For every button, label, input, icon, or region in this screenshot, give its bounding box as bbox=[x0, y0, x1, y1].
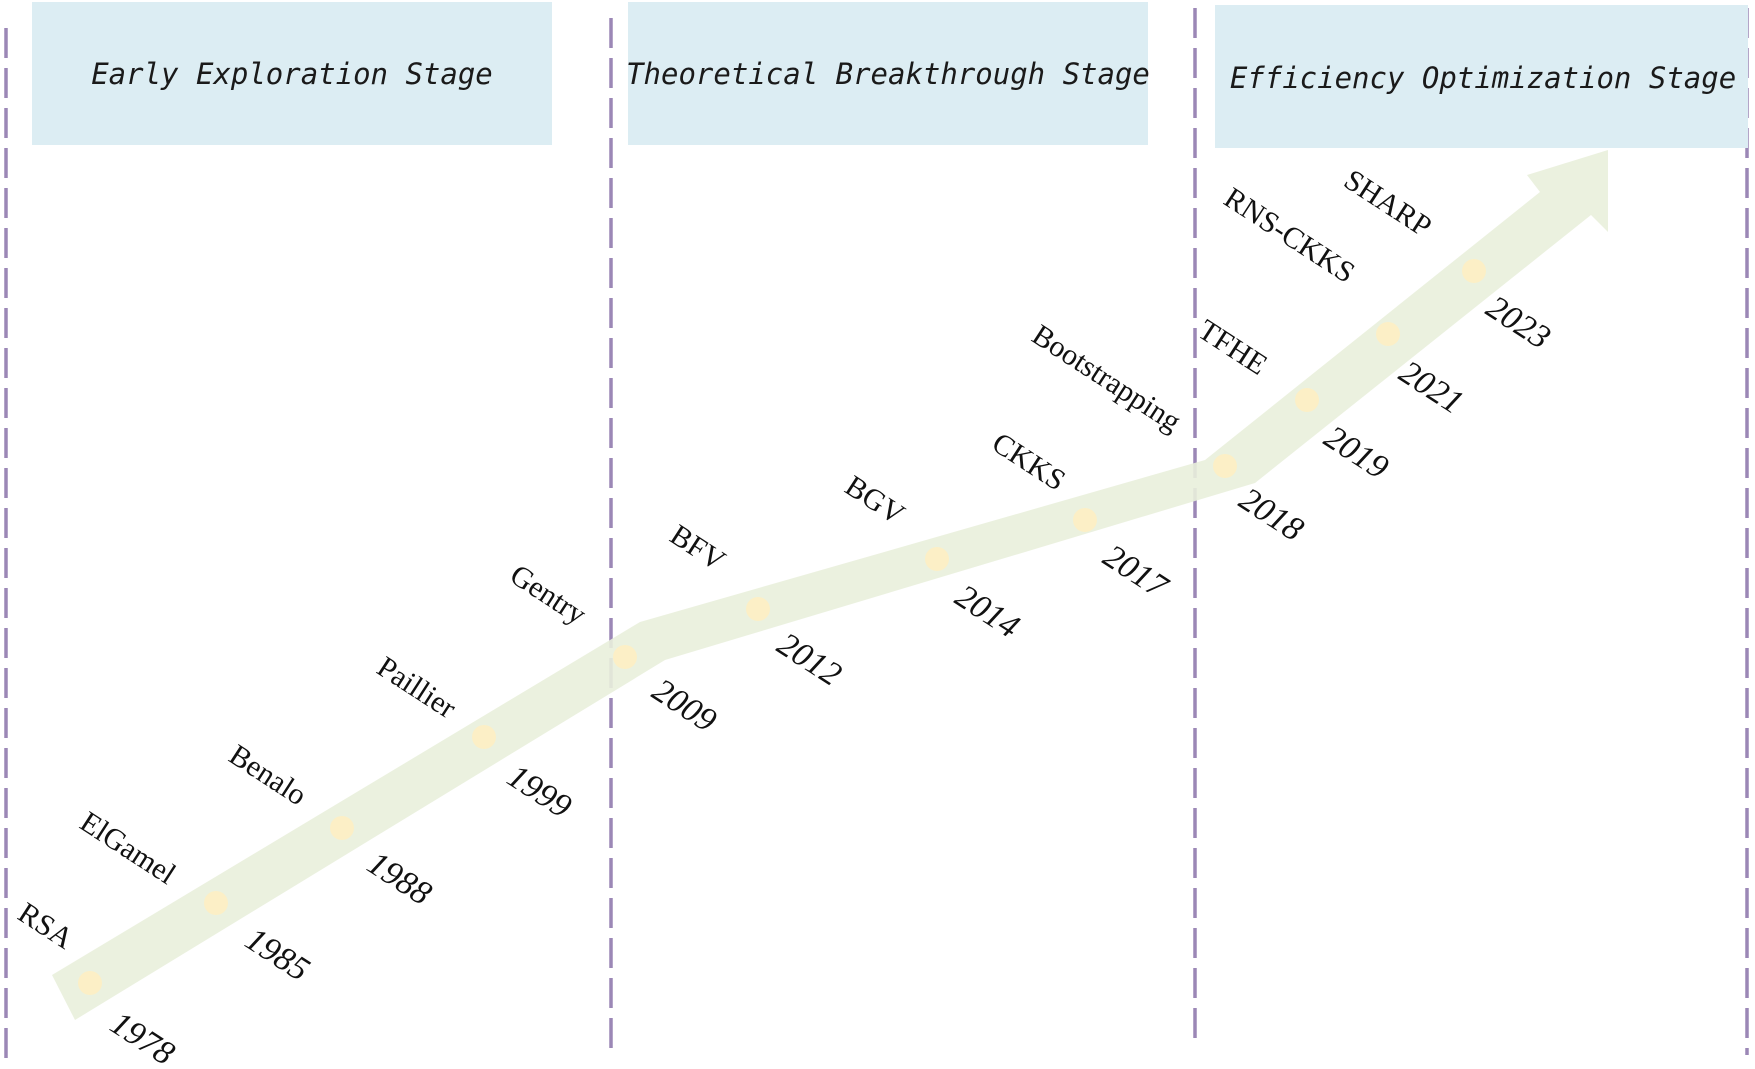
milestone-dot-2017 bbox=[1073, 508, 1097, 532]
year-label-2017: 2017 bbox=[1097, 538, 1176, 607]
method-label-bgv: BGV bbox=[839, 469, 910, 531]
method-label-gentry: Gentry bbox=[504, 558, 592, 631]
milestone-dots bbox=[78, 259, 1486, 995]
milestone-dot-1978 bbox=[78, 971, 102, 995]
method-label-paillier: Paillier bbox=[371, 650, 462, 725]
year-label-1988: 1988 bbox=[361, 845, 438, 913]
milestone-dot-2012 bbox=[746, 597, 770, 621]
method-label-bfv: BFV bbox=[664, 518, 731, 578]
year-label-1978: 1978 bbox=[104, 1005, 181, 1069]
stage-title-theoretical: Theoretical Breakthrough Stage bbox=[626, 57, 1150, 91]
stage-box-early bbox=[32, 2, 552, 145]
method-label-sharp: SHARP bbox=[1338, 163, 1437, 243]
milestone-dot-1999 bbox=[472, 725, 496, 749]
year-label-2023: 2023 bbox=[1480, 289, 1557, 357]
stage-header-theoretical: Theoretical Breakthrough Stage bbox=[626, 2, 1150, 145]
method-label-benalo: Benalo bbox=[223, 738, 312, 812]
milestone-dot-1988 bbox=[330, 816, 354, 840]
milestone-dot-1985 bbox=[204, 891, 228, 915]
stage-box-efficiency bbox=[1215, 5, 1748, 148]
method-label-elgamel: ElGamel bbox=[74, 805, 181, 891]
milestone-dot-2023 bbox=[1462, 259, 1486, 283]
method-label-bootstrapping: Bootstrapping bbox=[1026, 318, 1187, 438]
milestone-dot-2018 bbox=[1213, 454, 1237, 478]
milestone-dot-2019 bbox=[1295, 388, 1319, 412]
stage-header-efficiency: Efficiency Optimization Stage bbox=[1215, 5, 1748, 148]
method-labels: RSA ElGamel Benalo Paillier Gentry BFV B… bbox=[12, 163, 1437, 956]
stage-box-theoretical bbox=[628, 2, 1148, 145]
milestone-dot-2009 bbox=[613, 645, 637, 669]
milestone-dot-2014 bbox=[925, 547, 949, 571]
year-label-2012: 2012 bbox=[771, 626, 848, 694]
year-label-2018: 2018 bbox=[1233, 481, 1310, 549]
year-label-1985: 1985 bbox=[239, 921, 316, 989]
method-label-rsa: RSA bbox=[12, 896, 79, 956]
method-label-ckks: CKKS bbox=[986, 426, 1071, 497]
year-label-1999: 1999 bbox=[501, 758, 578, 826]
year-label-2009: 2009 bbox=[646, 672, 723, 740]
stage-title-early: Early Exploration Stage bbox=[91, 57, 493, 91]
method-label-rns-ckks: RNS-CKKS bbox=[1218, 181, 1360, 289]
year-label-2014: 2014 bbox=[949, 578, 1026, 646]
milestone-dot-2021 bbox=[1376, 322, 1400, 346]
timeline-arrow bbox=[52, 150, 1608, 1020]
year-label-2019: 2019 bbox=[1318, 419, 1395, 487]
method-label-tfhe: TFHE bbox=[1192, 313, 1273, 382]
stage-title-efficiency: Efficiency Optimization Stage bbox=[1230, 61, 1736, 95]
stage-header-early: Early Exploration Stage bbox=[32, 2, 552, 145]
